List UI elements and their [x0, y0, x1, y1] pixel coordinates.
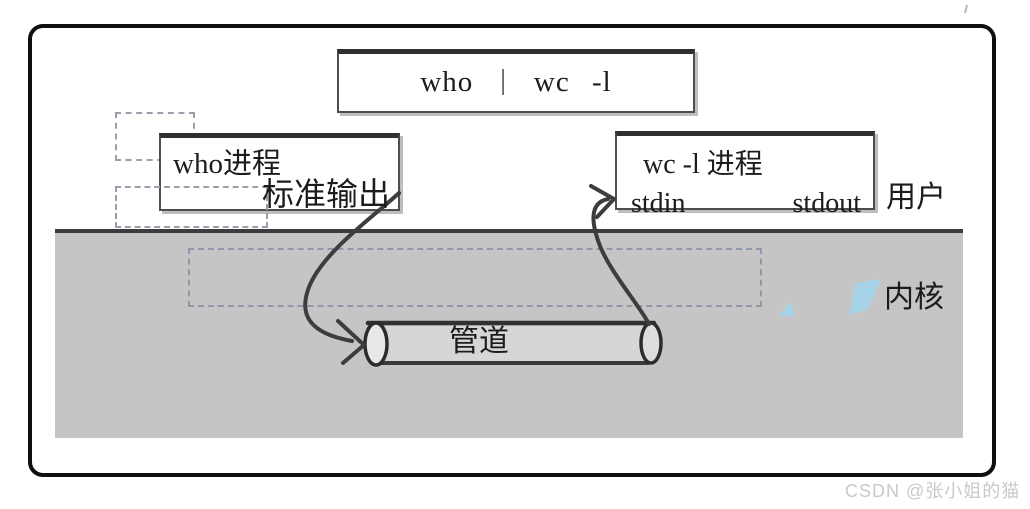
- wc-process-label: wc -l 进程: [643, 149, 763, 180]
- command-wc-text: wc -l: [533, 66, 612, 98]
- wc-process-box: wc -l 进程 stdin stdout: [615, 131, 875, 219]
- dashed-guide-box-mid: [115, 186, 268, 228]
- command-box: who | wc -l: [337, 49, 695, 113]
- stdout-flow-label: 标准输出: [262, 176, 391, 212]
- command-who-text: who: [420, 66, 474, 98]
- scan-speck-icon: [964, 4, 968, 14]
- pipe-separator-text: |: [500, 64, 507, 96]
- who-process-label: who进程: [173, 148, 281, 180]
- pipe-label: 管道: [449, 325, 509, 358]
- csdn-watermark: CSDN @张小姐的猫: [845, 481, 1021, 501]
- dashed-guide-box-kernel: [188, 248, 762, 307]
- stdout-label: stdout: [792, 188, 861, 219]
- stdin-label: stdin: [631, 188, 686, 219]
- user-zone-label: 用户: [886, 181, 946, 214]
- kernel-zone-label: 内核: [884, 281, 944, 314]
